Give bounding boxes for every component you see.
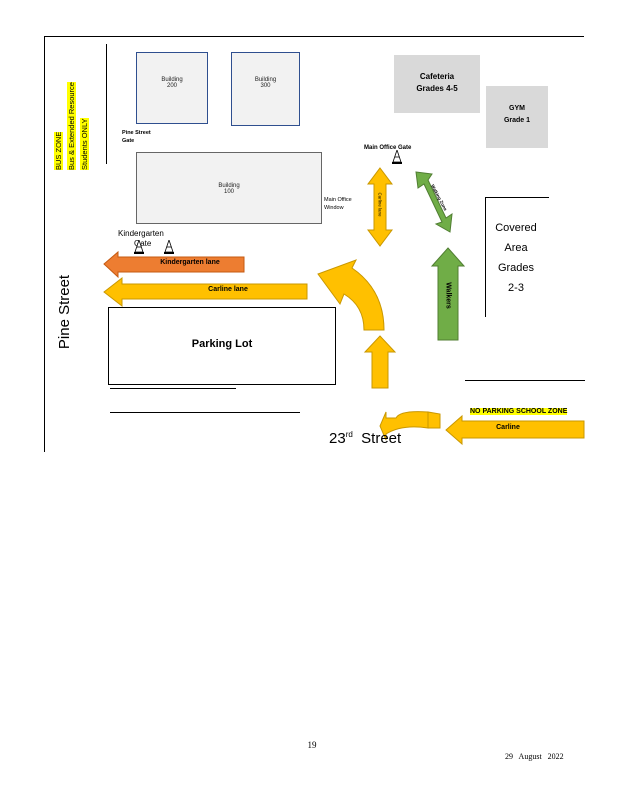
building-300: Building 300 <box>231 52 300 126</box>
walkers-text: Walkers <box>444 282 452 309</box>
street-suffix: rd <box>345 430 353 439</box>
building-200-name: Building <box>161 77 183 83</box>
walkers-arrow <box>430 247 466 341</box>
building-100-number: 100 <box>223 189 234 195</box>
gym: GYM Grade 1 <box>486 86 548 148</box>
covered-area-line: Covered <box>495 222 537 234</box>
divider-line <box>106 44 107 164</box>
parking-lot: Parking Lot <box>108 307 336 385</box>
street-number: 23 <box>329 430 346 447</box>
traffic-cone-icon <box>392 150 402 164</box>
building-100: Building 100 <box>136 152 322 224</box>
building-100-name: Building <box>218 183 240 189</box>
pine-street-gate-line: Gate <box>122 138 135 144</box>
building-300-name: Building <box>254 77 277 83</box>
kindergarten-lane-arrow <box>103 250 245 279</box>
covered-area-line: Grades <box>497 262 535 274</box>
cafeteria: Cafeteria Grades 4-5 <box>394 55 480 113</box>
carline-arrow <box>445 414 585 446</box>
covered-area-line: 2-3 <box>508 282 524 294</box>
divider-line <box>110 388 236 389</box>
pine-street-gate-label: Pine Street Gate <box>122 129 151 145</box>
divider-line <box>110 412 300 413</box>
traffic-cone-icon <box>134 240 144 254</box>
traffic-arrows <box>103 167 585 446</box>
kindergarten-gate-line: Kindergarten <box>118 229 164 238</box>
cafeteria-grades: Grades 4-5 <box>416 84 458 93</box>
covered-area: Covered Area Grades 2-3 <box>487 218 545 298</box>
carline-lane-text: Carline lane <box>208 286 248 293</box>
divider-line <box>465 380 585 381</box>
kindergarten-gate-label: Kindergarten Gate <box>118 229 164 249</box>
no-parking-text: NO PARKING SCHOOL ZONE <box>470 408 568 415</box>
main-office-window-line: Main Office <box>324 197 352 203</box>
no-parking-sign: NO PARKING SCHOOL ZONE <box>470 408 568 415</box>
pine-street-gate-line: Pine Street <box>122 130 151 136</box>
gym-name: GYM <box>509 105 525 112</box>
kindergarten-gate-line: Gate <box>134 239 152 248</box>
carline-big-curve-arrow <box>317 259 385 331</box>
main-office-window-line: Window <box>324 205 344 211</box>
carline-text: Carline <box>496 424 520 431</box>
divider-line <box>485 197 486 317</box>
carline-lane-arrow <box>103 276 308 308</box>
cafeteria-name: Cafeteria <box>419 72 455 81</box>
gym-grades: Grade 1 <box>503 117 531 124</box>
footer-date: 29 August 2022 <box>505 752 564 761</box>
kindergarten-lane-text: Kindergarten lane <box>160 259 220 266</box>
carline-vertical-text: Carline lane <box>377 192 383 217</box>
covered-area-line: Area <box>504 242 528 254</box>
walking-zone-arrow <box>415 171 453 233</box>
carline-up-arrow <box>363 335 397 389</box>
map-top-border <box>44 36 584 37</box>
parking-lot-label: Parking Lot <box>191 338 253 350</box>
building-300-number: 300 <box>260 83 271 89</box>
street-name: Street <box>361 430 402 447</box>
main-office-window-label: Main Office Window <box>324 196 352 212</box>
traffic-cone-icon <box>164 240 174 254</box>
page-number: 19 <box>307 740 317 750</box>
building-200-number: 200 <box>166 83 177 89</box>
divider-line <box>485 197 549 198</box>
main-office-gate-label: Main Office Gate <box>364 145 412 151</box>
building-200: Building 200 <box>136 52 208 124</box>
23rd-street-label: 23rd Street <box>329 430 401 447</box>
carline-curve-arrow <box>379 411 441 441</box>
map-left-border <box>44 36 45 452</box>
carline-double-arrow <box>367 167 393 247</box>
